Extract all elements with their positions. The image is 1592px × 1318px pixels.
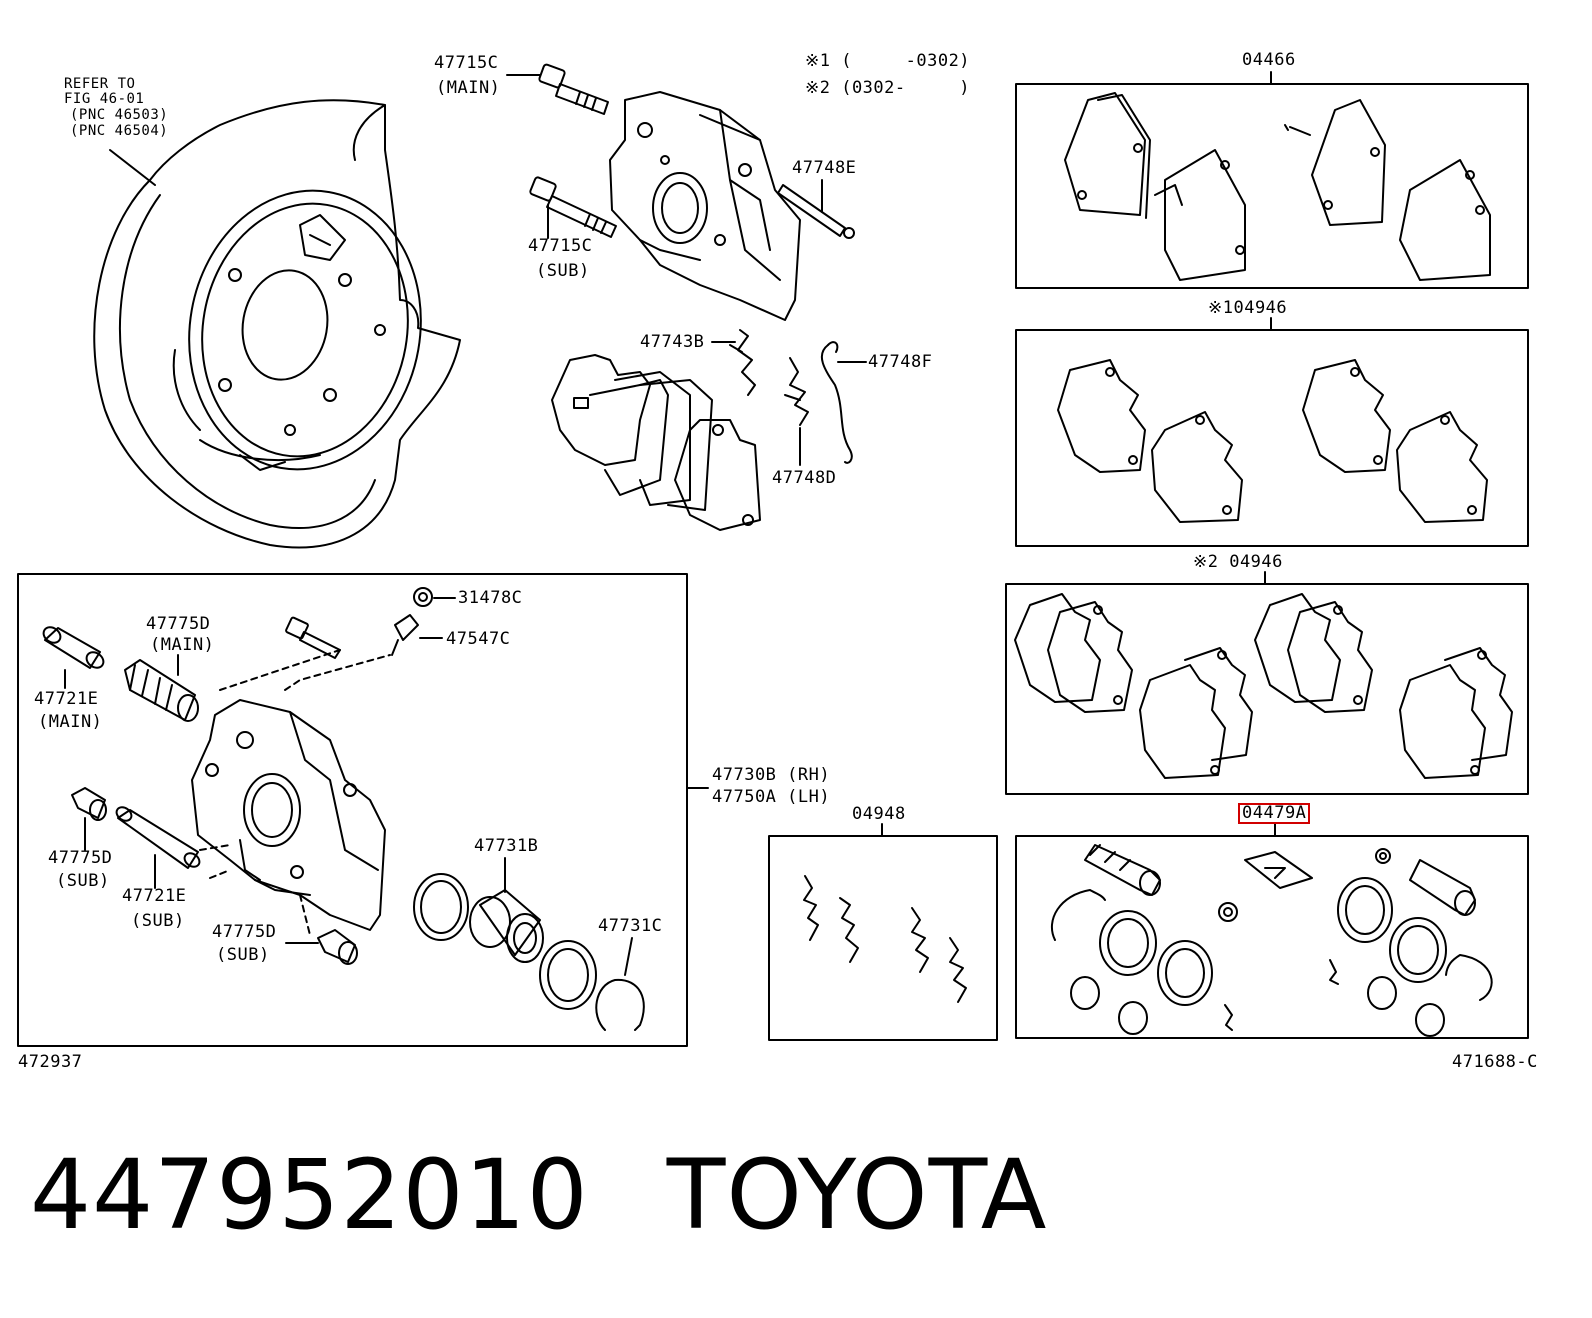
pads-middle (551, 354, 761, 531)
label-sub-1: (SUB) (536, 261, 590, 281)
label-47730b: 47730B (RH) (712, 765, 831, 785)
dashed-guide (219, 649, 391, 691)
boot-47775d-sub2 (317, 929, 358, 965)
label-note-2: ※2 (0302- ) (805, 78, 971, 98)
shims-04946-2 (1014, 593, 1513, 779)
box-04948 (768, 835, 998, 1041)
label-refer-2: FIG 46-01 (64, 91, 145, 107)
box-04479a (1015, 835, 1529, 1039)
parts-diagram (17, 63, 1529, 1047)
spring-47748f (820, 341, 853, 464)
spring-47748d (784, 357, 809, 426)
bleeder-cap-31478c (413, 587, 433, 607)
label-sub-3: (SUB) (131, 911, 185, 931)
boot-47775d-sub1 (71, 787, 107, 821)
backing-plate (172, 189, 422, 471)
label-47743b: 47743B (640, 332, 705, 352)
bolt-lower (285, 616, 341, 659)
label-sub-2: (SUB) (56, 871, 110, 891)
label-47750a: 47750A (LH) (712, 787, 831, 807)
label-47721e-main: 47721E (34, 689, 99, 709)
dashed-guide-2 (199, 844, 311, 936)
boot-47775d-main (124, 659, 199, 722)
part-number: 447952010 (30, 1139, 589, 1251)
leader-refer (109, 149, 156, 186)
seal-ring (413, 873, 469, 941)
box-04466 (1015, 83, 1529, 289)
label-47775d-sub1: 47775D (48, 848, 113, 868)
boot-47731c (539, 940, 597, 1010)
shims-04946-1 (1057, 359, 1488, 523)
label-47731c: 47731C (598, 916, 663, 936)
label-47721e-sub: 47721E (122, 886, 187, 906)
caliper-body (191, 699, 386, 931)
brand-name: TOYOTA (666, 1139, 1048, 1251)
label-sub-4: (SUB) (216, 945, 270, 965)
box-04946-2 (1005, 583, 1529, 795)
label-main-2: (MAIN) (150, 635, 215, 655)
label-47748f: 47748F (868, 352, 933, 372)
label-47715c-main: 47715C (434, 53, 499, 73)
label-refer-4: (PNC 46504) (70, 123, 169, 139)
pin-47721e-sub (115, 806, 201, 869)
bolt-47715c-sub (529, 176, 617, 238)
label-refer-1: REFER TO (64, 76, 136, 92)
label-47731b: 47731B (474, 836, 539, 856)
footer-title: 447952010 TOYOTA (30, 1140, 1047, 1250)
label-note-1: ※1 ( -0302) (805, 51, 971, 71)
bleeder-47547c (391, 614, 419, 656)
label-04479a-highlighted: 04479A (1238, 803, 1311, 824)
label-refer-3: (PNC 46503) (70, 107, 169, 123)
clips-04948 (803, 875, 967, 1003)
label-47775d-main: 47775D (146, 614, 211, 634)
dust-shield (93, 99, 461, 549)
code-left: 472937 (18, 1052, 83, 1072)
label-04946-1: ※104946 (1208, 298, 1288, 318)
box-caliper-assy (17, 573, 688, 1047)
caliper-top (609, 91, 801, 321)
label-main-3: (MAIN) (38, 712, 103, 732)
pin-47721e-main (42, 626, 105, 669)
label-47715c-sub: 47715C (528, 236, 593, 256)
box-04946-1 (1015, 329, 1529, 547)
snap-ring (595, 978, 645, 1031)
label-04948: 04948 (852, 804, 906, 824)
label-47547c: 47547C (446, 629, 511, 649)
pads-04466 (1064, 92, 1491, 281)
code-right: 471688-C (1452, 1052, 1538, 1072)
label-04466: 04466 (1242, 50, 1296, 70)
clip-47743b (729, 329, 756, 396)
leader-47731c (624, 937, 633, 976)
label-47775d-sub2: 47775D (212, 922, 277, 942)
kit-04479a (1050, 844, 1493, 1037)
bolt-47715c-main (538, 63, 609, 115)
label-47748d: 47748D (772, 468, 837, 488)
label-04946-2: ※2 04946 (1193, 552, 1283, 572)
label-31478c: 31478C (458, 588, 523, 608)
pin-47748e (777, 184, 855, 239)
piston-47731b (469, 889, 544, 963)
label-47748e: 47748E (792, 158, 857, 178)
label-main-1: (MAIN) (436, 78, 501, 98)
